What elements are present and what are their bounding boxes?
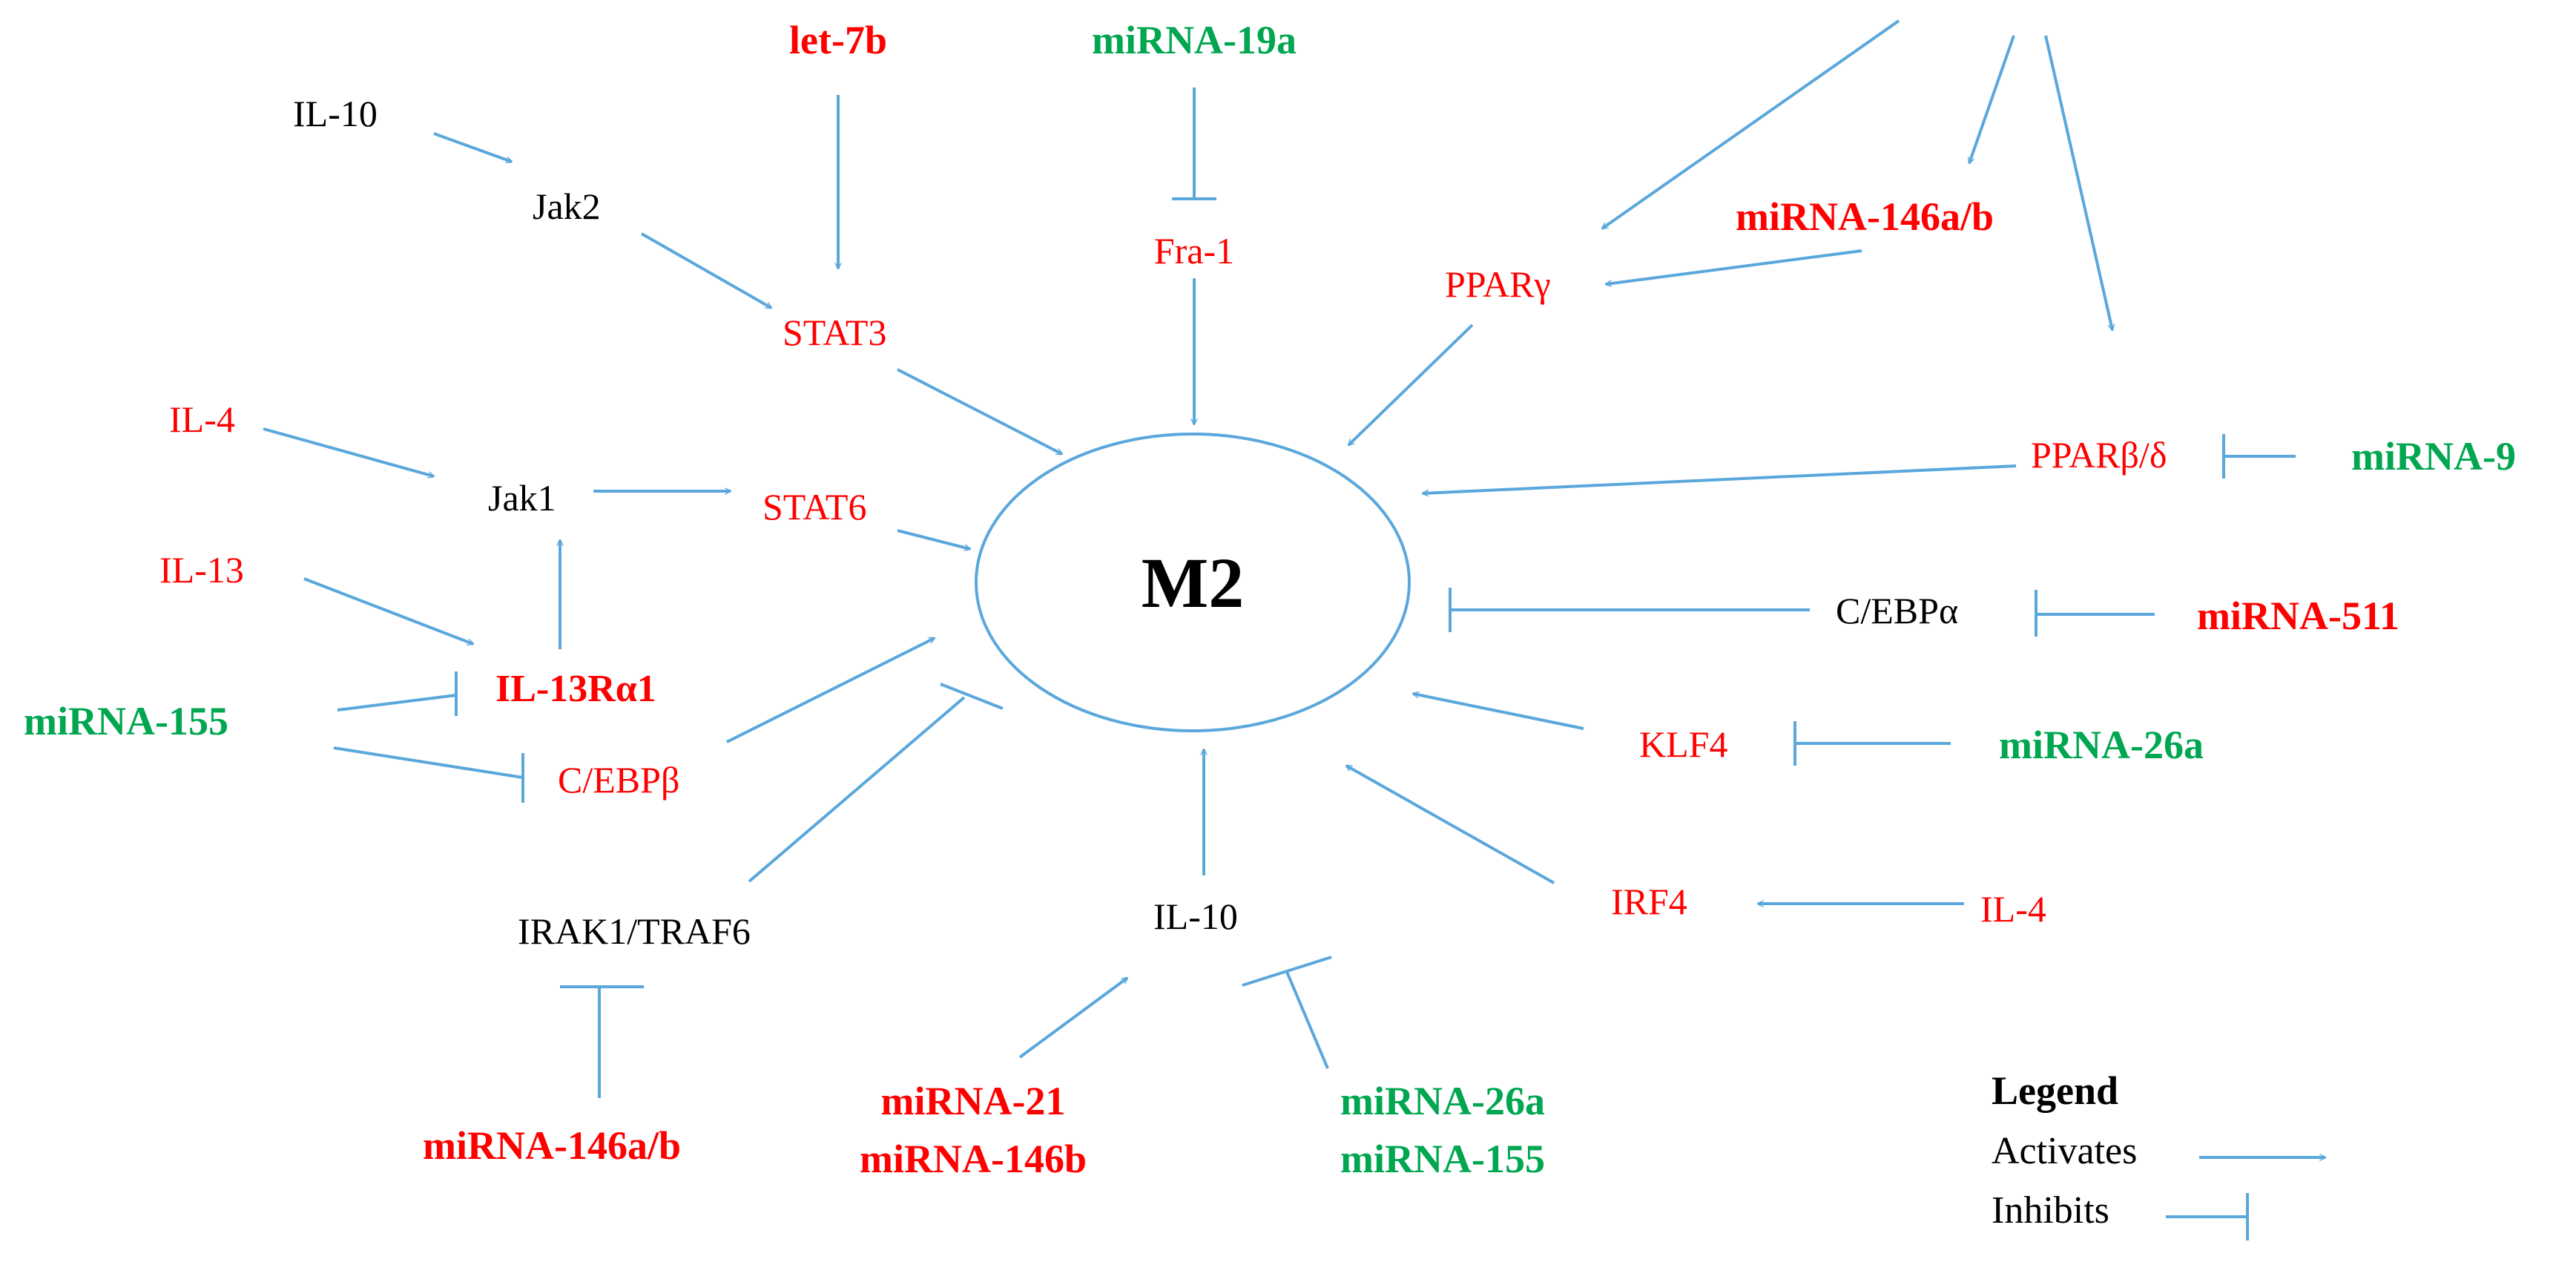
edge-mirna155-il13ra1 (337, 694, 457, 712)
edge-mirna155-cebpb (333, 746, 524, 779)
node-il4-left: IL-4 (169, 398, 235, 440)
node-jak2: Jak2 (533, 185, 601, 227)
node-mirna26a-bottom: miRNA-26a (1340, 1079, 1545, 1123)
edge-mirna26a155-il10-bar (1242, 956, 1332, 987)
node-irf4: IRF4 (1611, 881, 1687, 922)
node-ppar-gamma: PPARγ (1445, 263, 1551, 305)
edge-stat3-m2 (897, 368, 1062, 456)
node-mirna146ab-top: miRNA-146a/b (1736, 194, 1994, 239)
edge-mirna21-il10 (1018, 976, 1127, 1059)
edge-top-pparbd (2044, 35, 2112, 330)
node-ppar-bd: PPARβ/δ (2031, 434, 2167, 476)
node-il13ra1: IL-13Rα1 (495, 668, 656, 710)
m2-label: M2 (1142, 543, 1245, 622)
edge-il10-jak2 (433, 132, 512, 162)
node-mirna19a: miRNA-19a (1092, 18, 1297, 62)
edge-irak1-m2-bar (940, 683, 1004, 710)
edge-jak2-stat3 (641, 232, 771, 309)
node-mirna155-left: miRNA-155 (24, 699, 228, 743)
node-mirna26a-right: miRNA-26a (1999, 723, 2204, 767)
node-il4-right: IL-4 (1980, 888, 2046, 930)
edge-mirna26a155-il10 (1285, 971, 1329, 1069)
node-mirna9: miRNA-9 (2351, 434, 2516, 479)
node-irak1-traf6: IRAK1/TRAF6 (518, 910, 751, 952)
edge-irak1-m2 (748, 696, 966, 883)
node-stat6: STAT6 (762, 486, 866, 528)
node-klf4: KLF4 (1639, 723, 1727, 765)
edge-top-mirna146ab (1969, 35, 2015, 163)
edge-ppargamma-m2 (1348, 323, 1474, 445)
legend-title: Legend (1992, 1068, 2118, 1113)
edge-group (263, 19, 2296, 1098)
node-il10-bottom: IL-10 (1153, 896, 1238, 937)
edge-il4-jak1 (263, 427, 434, 476)
node-fra1: Fra-1 (1154, 230, 1234, 272)
edge-mirna146ab-ppargamma (1606, 249, 1862, 284)
edge-cebpb-m2 (726, 637, 935, 743)
edge-top-ppargamma (1602, 19, 1900, 230)
node-cebpb: C/EBPβ (558, 759, 679, 801)
node-mirna155-bottom: miRNA-155 (1340, 1137, 1545, 1181)
node-cebpa: C/EBPα (1836, 590, 1958, 631)
node-jak1: Jak1 (488, 477, 556, 519)
legend-inhibits-label: Inhibits (1992, 1189, 2109, 1232)
legend-activates-label: Activates (1992, 1130, 2137, 1172)
node-il13: IL-13 (159, 549, 244, 591)
node-mirna21: miRNA-21 (881, 1079, 1066, 1123)
node-labels: IL-10 Jak2 let-7b miRNA-19a Fra-1 STAT3 … (24, 18, 2516, 1181)
node-mirna146b: miRNA-146b (860, 1137, 1087, 1181)
legend: Legend Activates Inhibits (1992, 1068, 2325, 1241)
node-mirna146ab-bottom: miRNA-146a/b (423, 1123, 681, 1168)
node-il10-top: IL-10 (293, 93, 378, 134)
edge-il13-il13ra1 (303, 577, 473, 644)
edge-klf4-m2 (1413, 694, 1584, 730)
node-mirna511: miRNA-511 (2197, 594, 2399, 638)
node-let7b: let-7b (789, 18, 887, 62)
node-stat3: STAT3 (783, 312, 886, 353)
edge-stat6-m2 (897, 529, 970, 549)
edge-irf4-m2 (1346, 764, 1555, 884)
m2-ellipse (975, 433, 1411, 732)
edge-pparbd-m2 (1423, 464, 2017, 493)
